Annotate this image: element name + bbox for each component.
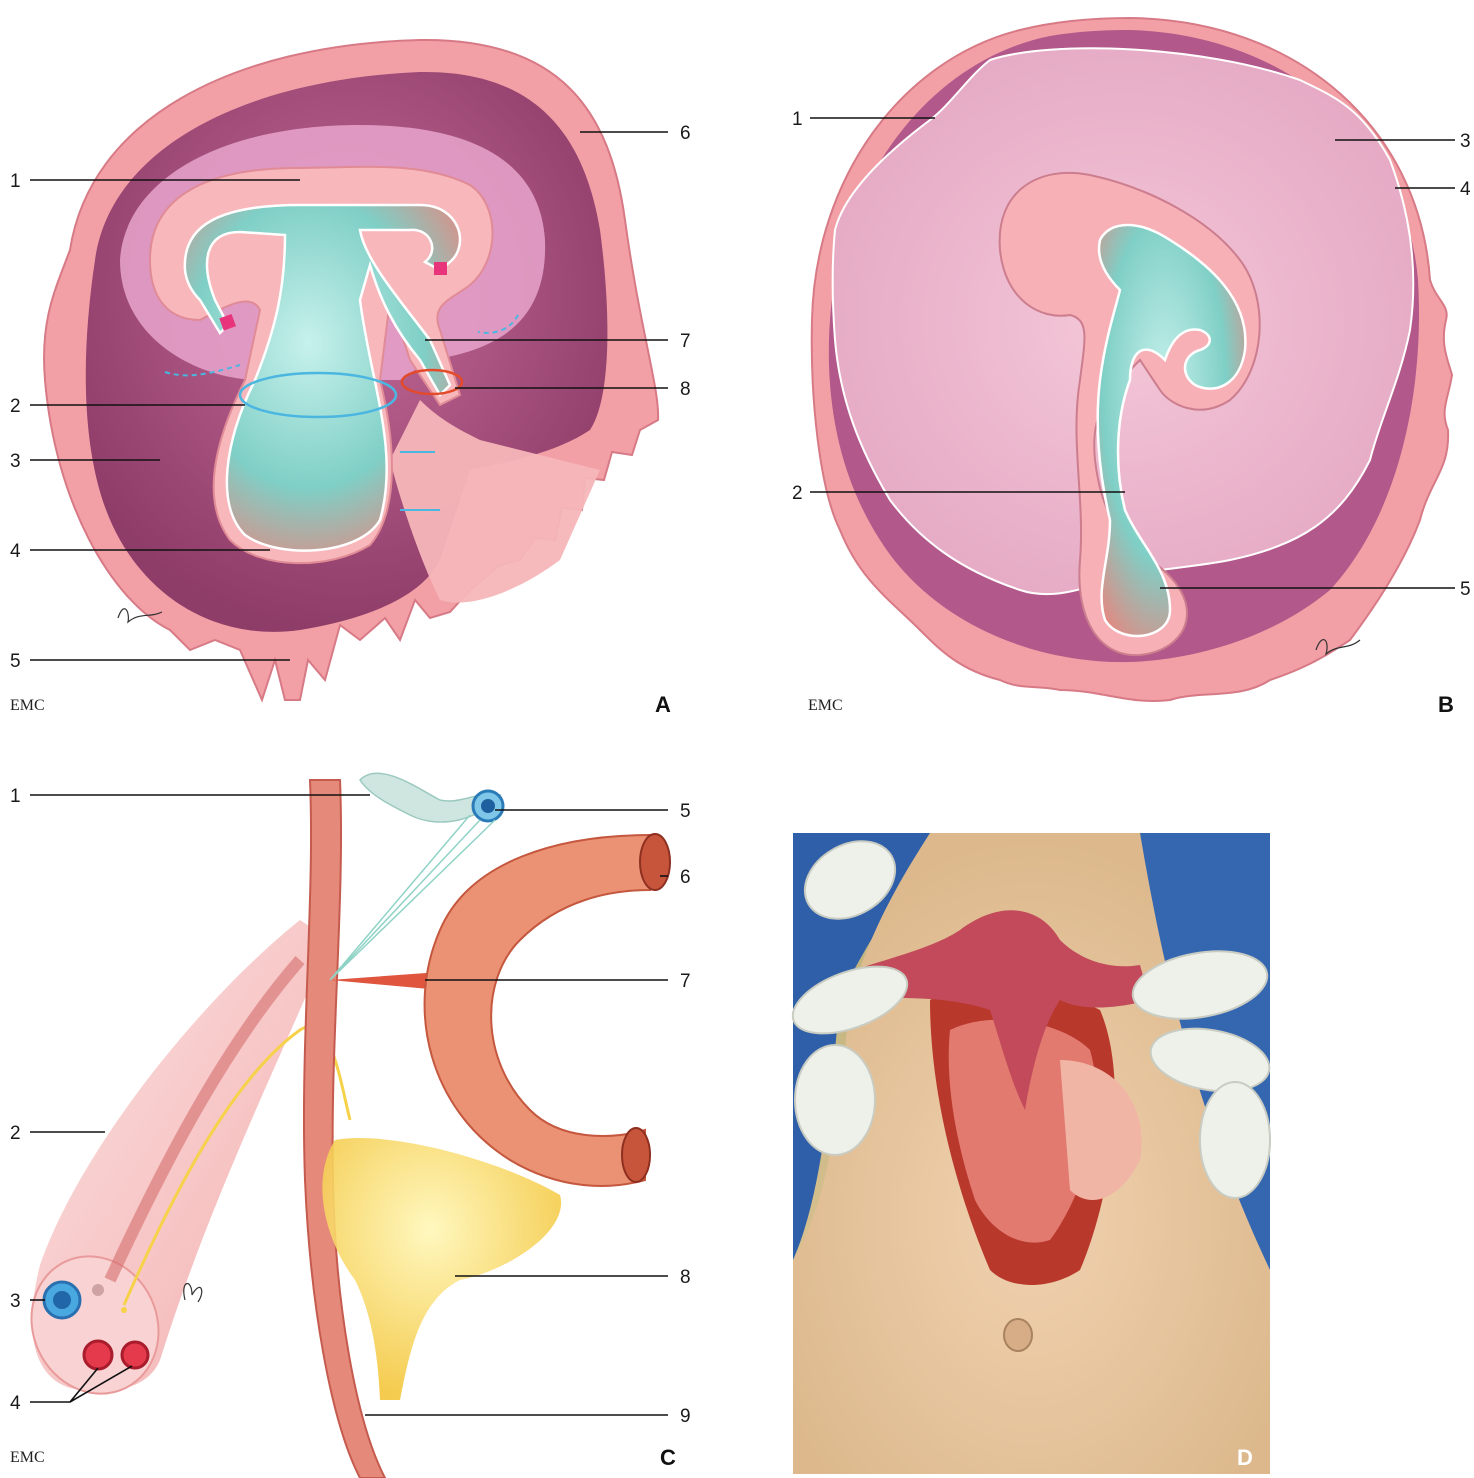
label-a-7: 7 xyxy=(680,331,691,352)
label-a-6: 6 xyxy=(680,123,691,144)
label-a-1: 1 xyxy=(10,171,21,192)
label-b-5: 5 xyxy=(1460,579,1471,600)
intestine-lumen-top xyxy=(640,834,670,890)
allantois-remnant xyxy=(92,1284,104,1296)
intestine-lumen-bottom xyxy=(622,1128,650,1182)
umbilical-artery-1 xyxy=(84,1341,112,1369)
vessel-5-lumen xyxy=(481,799,495,813)
umbilical-vein-lumen xyxy=(53,1291,71,1309)
panel-d-photo: D xyxy=(784,826,1274,1474)
label-b-3: 3 xyxy=(1460,131,1471,152)
artist-signature-c xyxy=(184,1284,202,1302)
label-c-7: 7 xyxy=(680,971,691,992)
panel-letter-c: C xyxy=(660,1445,676,1470)
vitelline-artery xyxy=(304,780,385,1478)
label-b-4: 4 xyxy=(1460,179,1471,200)
mesentery-band xyxy=(330,972,440,990)
emc-logo-a: EMC xyxy=(10,697,45,714)
panel-letter-a: A xyxy=(655,692,671,717)
label-a-4: 4 xyxy=(10,541,21,562)
umbilicus xyxy=(1004,1319,1032,1351)
emc-logo-c: EMC xyxy=(10,1449,45,1466)
label-c-8: 8 xyxy=(680,1267,691,1288)
label-a-3: 3 xyxy=(10,451,21,472)
panel-b: 1 2 3 4 5 EMC B xyxy=(792,18,1471,717)
label-b-1: 1 xyxy=(792,109,803,130)
glove-finger-left-3 xyxy=(795,1045,875,1155)
label-c-6: 6 xyxy=(680,867,691,888)
label-c-3: 3 xyxy=(10,1291,21,1312)
panel-letter-b: B xyxy=(1438,692,1454,717)
intestinal-loop xyxy=(425,835,650,1186)
label-a-8: 8 xyxy=(680,379,691,400)
cloacal-membrane xyxy=(434,262,447,275)
meckel-diverticulum xyxy=(322,1138,561,1400)
label-a-5: 5 xyxy=(10,651,21,672)
label-c-9: 9 xyxy=(680,1406,691,1427)
vitelline-duct-dot xyxy=(121,1307,127,1313)
label-c-2: 2 xyxy=(10,1123,21,1144)
label-c-1: 1 xyxy=(10,786,21,807)
label-a-2: 2 xyxy=(10,396,21,417)
panel-letter-d: D xyxy=(1237,1445,1253,1470)
panel-c: 1 2 3 4 5 6 7 8 9 EMC C xyxy=(9,773,690,1478)
umbilical-artery-2 xyxy=(122,1342,148,1368)
panel-a: 1 2 3 4 5 6 7 8 EMC A xyxy=(10,40,691,717)
label-c-4: 4 xyxy=(10,1393,21,1414)
emc-logo-b: EMC xyxy=(808,697,843,714)
label-b-2: 2 xyxy=(792,483,803,504)
label-c-5: 5 xyxy=(680,801,691,822)
glove-finger-right-3 xyxy=(1200,1082,1270,1198)
